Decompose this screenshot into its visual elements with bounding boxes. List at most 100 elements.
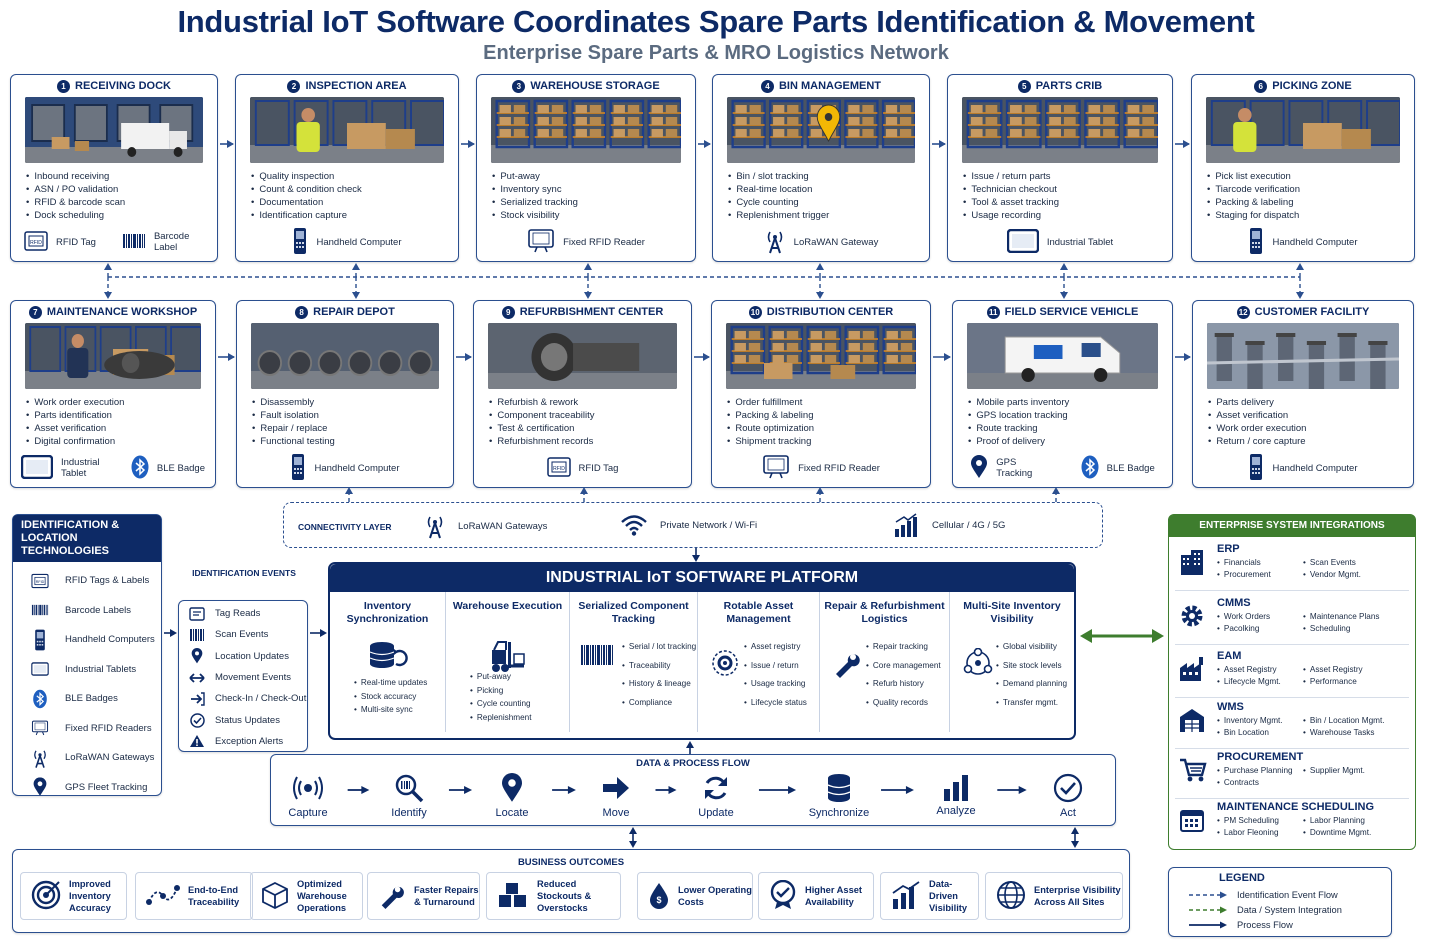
enterprise-system-procurement[interactable]: PROCUREMENTPurchase PlanningContractsSup… bbox=[1175, 749, 1409, 799]
device-label: Fixed RFID Reader bbox=[563, 236, 645, 248]
stage-name: REPAIR DEPOT bbox=[313, 306, 395, 318]
stage-header: 6 PICKING ZONE bbox=[1192, 75, 1414, 97]
module-item: Compliance bbox=[622, 694, 696, 713]
stage-bullet: Repair / replace bbox=[252, 422, 453, 435]
stage-bullets: Work order executionParts identification… bbox=[26, 396, 215, 448]
stage-bullet: Tiarcode verification bbox=[1207, 183, 1414, 196]
stage-card-picking-zone[interactable]: 6 PICKING ZONEPick list executionTiarcod… bbox=[1191, 74, 1415, 262]
enterprise-system-erp[interactable]: ERPFinancialsProcurementScan EventsVendo… bbox=[1175, 541, 1409, 591]
outcome-item: Faster Repairs & Turnaround bbox=[367, 872, 480, 920]
platform-module[interactable]: Serialized Component Tracking Serial / l… bbox=[570, 592, 698, 732]
platform-module[interactable]: Repair & Refurbishment Logistics Repair … bbox=[820, 592, 950, 732]
stage-card-parts-crib[interactable]: 5 PARTS CRIBIssue / return partsTechnici… bbox=[947, 74, 1173, 262]
enterprise-system-maintenance-scheduling[interactable]: MAINTENANCE SCHEDULINGPM SchedulingLabor… bbox=[1175, 799, 1409, 849]
arrow-head bbox=[629, 827, 637, 834]
stage-card-inspection-area[interactable]: 2 INSPECTION AREAQuality inspectionCount… bbox=[235, 74, 459, 262]
stage-bullet: Mobile parts inventory bbox=[968, 396, 1172, 409]
stage-bullet: Work order execution bbox=[1208, 422, 1413, 435]
module-item: Cycle counting bbox=[470, 697, 532, 711]
stage-card-maintenance-workshop[interactable]: 7 MAINTENANCE WORKSHOPWork order executi… bbox=[10, 300, 216, 488]
arrow-head bbox=[170, 629, 177, 637]
stage-bullet: Functional testing bbox=[252, 435, 453, 448]
arrow-head bbox=[1296, 292, 1304, 299]
green-dashed-arrow-icon bbox=[1189, 906, 1227, 913]
arrow-head bbox=[227, 140, 234, 148]
module-items: Real-time updatesStock accuracyMulti-sit… bbox=[354, 676, 427, 717]
svg-text:$: $ bbox=[656, 895, 661, 905]
event-item: Tag Reads bbox=[179, 603, 307, 624]
platform-module[interactable]: Multi-Site Inventory Visibility Global v… bbox=[950, 592, 1074, 732]
fixed-rfid-reader-icon bbox=[31, 718, 49, 739]
stage-photo bbox=[967, 323, 1158, 389]
system-feature: Scheduling bbox=[1303, 623, 1380, 635]
stage-bullet: Parts delivery bbox=[1208, 396, 1413, 409]
stage-bullet: Quality inspection bbox=[251, 170, 458, 183]
stage-card-warehouse-storage[interactable]: 3 WAREHOUSE STORAGEPut-awayInventory syn… bbox=[476, 74, 696, 262]
arrow-head bbox=[703, 353, 710, 361]
platform-module[interactable]: Rotable Asset Management Asset registryI… bbox=[698, 592, 820, 732]
calendar-icon bbox=[1179, 807, 1205, 838]
move-arrows-icon bbox=[189, 672, 205, 684]
business-outcomes: BUSINESS OUTCOMES Improved Inventory Acc… bbox=[12, 849, 1130, 933]
stage-header: 2 INSPECTION AREA bbox=[236, 75, 458, 97]
system-feature: Warehouse Tasks bbox=[1303, 727, 1385, 739]
event-label: Scan Events bbox=[215, 629, 269, 641]
enterprise-system-wms[interactable]: WMSInventory Mgmt.Bin LocationBin / Loca… bbox=[1175, 699, 1409, 749]
platform-module[interactable]: Inventory Synchronization Real-time upda… bbox=[330, 592, 446, 732]
svg-text:RFID: RFID bbox=[36, 580, 45, 584]
platform-module[interactable]: Warehouse Execution Put-awayPickingCycle… bbox=[446, 592, 570, 732]
event-item: Movement Events bbox=[179, 667, 307, 688]
outcome-label: Improved Inventory Accuracy bbox=[69, 879, 111, 913]
enterprise-title: ENTERPRISE SYSTEM INTEGRATIONS bbox=[1169, 515, 1415, 537]
enterprise-system-eam[interactable]: EAMAsset RegistryLifecycle Mgmt.Asset Re… bbox=[1175, 648, 1409, 698]
rfid-tag-icon: RFID bbox=[24, 230, 48, 254]
stage-bullet: Serialized tracking bbox=[492, 196, 695, 209]
stage-card-refurbishment-center[interactable]: 9 REFURBISHMENT CENTERRefurbish & rework… bbox=[473, 300, 692, 488]
tech-item-label: Handheld Computers bbox=[65, 634, 155, 646]
flow-step-identify: Identify bbox=[374, 773, 444, 819]
stage-bullet: Work order execution bbox=[26, 396, 215, 409]
stage-bullet: Disassembly bbox=[252, 396, 453, 409]
flow-step-label: Move bbox=[602, 807, 630, 819]
system-feature: Inventory Mgmt. bbox=[1217, 715, 1283, 727]
stage-name: PARTS CRIB bbox=[1035, 80, 1103, 92]
stage-card-customer-facility[interactable]: 12 CUSTOMER FACILITYParts deliveryAsset … bbox=[1192, 300, 1414, 488]
system-features: Asset RegistryPerformance bbox=[1303, 664, 1363, 688]
stage-name: REFURBISHMENT CENTER bbox=[519, 306, 664, 318]
stage-card-bin-management[interactable]: 4 BIN MANAGEMENTBin / slot trackingReal-… bbox=[712, 74, 930, 262]
flow-step-act: Act bbox=[1033, 773, 1103, 819]
system-name: MAINTENANCE SCHEDULING bbox=[1217, 801, 1375, 813]
enterprise-system-cmms[interactable]: CMMSWork OrdersPacolkingMaintenance Plan… bbox=[1175, 595, 1409, 645]
arrow-head bbox=[816, 292, 824, 299]
stage-card-receiving-dock[interactable]: 1 RECEIVING DOCKInbound receivingASN / P… bbox=[10, 74, 218, 262]
module-items: Repair trackingCore managementRefurb his… bbox=[866, 638, 941, 712]
system-feature: Contracts bbox=[1217, 777, 1293, 789]
page-subtitle: Enterprise Spare Parts & MRO Logistics N… bbox=[483, 42, 949, 64]
tech-item: Fixed RFID Readers bbox=[13, 714, 161, 744]
act-check-icon bbox=[1033, 773, 1103, 803]
event-label: Status Updates bbox=[215, 714, 280, 726]
barcode-icon bbox=[189, 628, 205, 642]
flow-arrow bbox=[651, 782, 681, 800]
stage-card-field-service-vehicle[interactable]: 11 FIELD SERVICE VEHICLEMobile parts inv… bbox=[952, 300, 1173, 488]
stage-card-repair-depot[interactable]: 8 REPAIR DEPOTDisassemblyFault isolation… bbox=[236, 300, 454, 488]
move-arrow-icon bbox=[581, 773, 651, 803]
stage-card-distribution-center[interactable]: 10 DISTRIBUTION CENTEROrder fulfillmentP… bbox=[711, 300, 931, 488]
stage-devices: Fixed RFID Reader bbox=[477, 227, 695, 257]
stage-bullets: Bin / slot trackingReal-time locationCyc… bbox=[728, 170, 929, 222]
outcome-item: Data-Driven Visibility bbox=[880, 872, 979, 920]
stage-bullet: Component traceability bbox=[489, 409, 691, 422]
arrow-head bbox=[816, 263, 824, 270]
flow-title: DATA & PROCESS FLOW bbox=[636, 758, 750, 769]
stage-header: 1 RECEIVING DOCK bbox=[11, 75, 217, 97]
flow-arrow bbox=[547, 782, 581, 800]
module-item: Asset registry bbox=[744, 638, 807, 657]
update-sync-icon bbox=[681, 773, 751, 803]
outcome-label: Lower Operating Costs bbox=[678, 885, 752, 907]
stage-bullet: ASN / PO validation bbox=[26, 183, 217, 196]
outcome-item: Higher Asset Availability bbox=[758, 872, 874, 920]
module-item: Repair tracking bbox=[866, 638, 941, 657]
stage-name: PICKING ZONE bbox=[1272, 80, 1352, 92]
device-label: RFID Tag bbox=[578, 462, 619, 474]
